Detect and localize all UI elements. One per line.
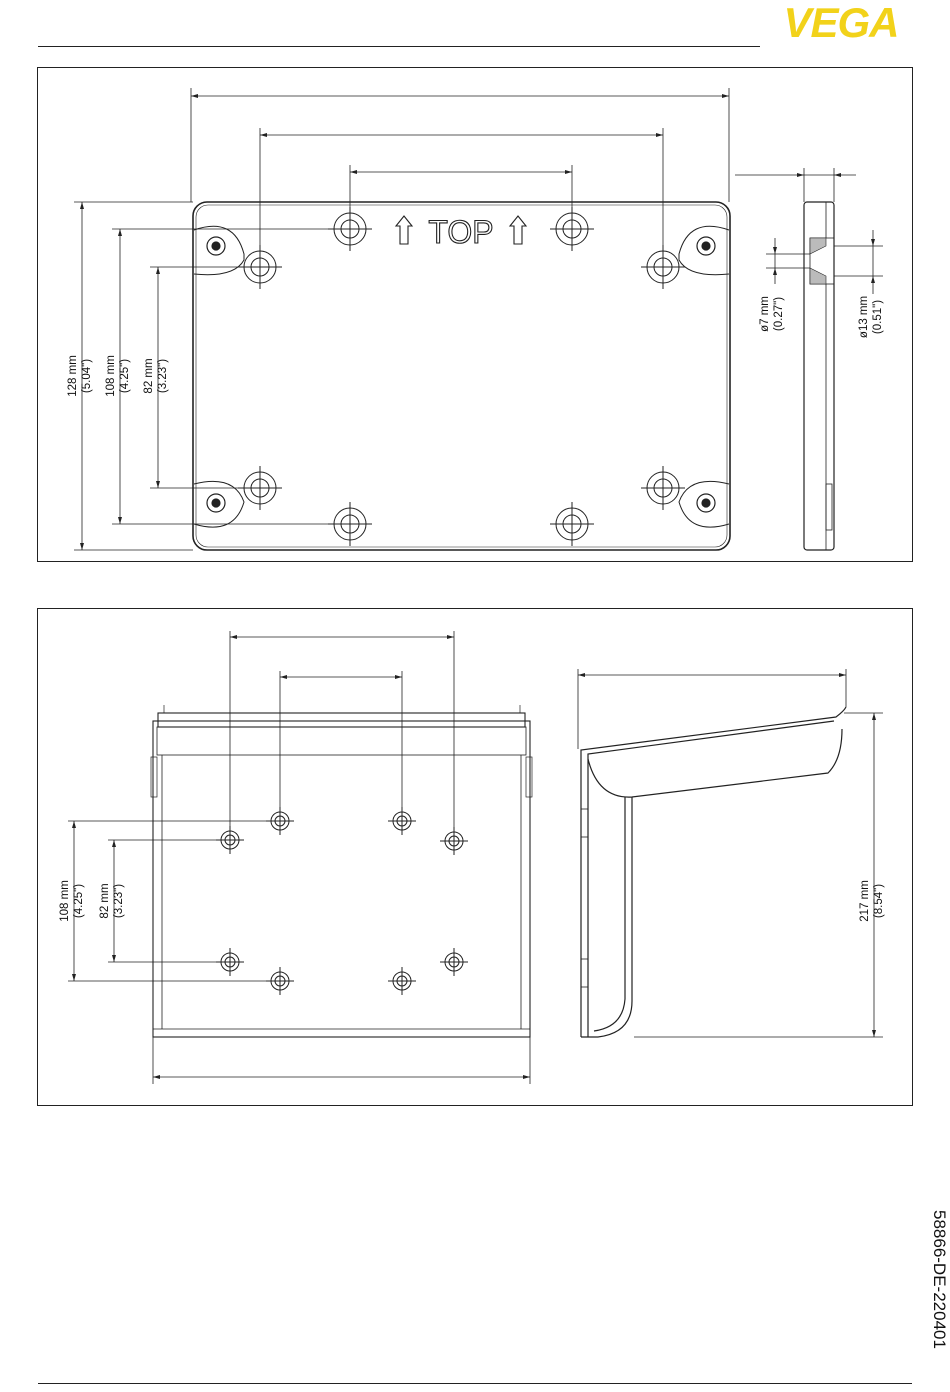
mount-hole-6 [641, 466, 685, 510]
dim-bore13-mm: ø13 mm [858, 296, 870, 338]
dim-128in: (5.04") [81, 359, 93, 393]
mount-hole-5 [238, 466, 282, 510]
dim-128mm: 128 mm [67, 355, 79, 397]
dim-cover-82mm: 82 mm [99, 883, 111, 918]
dim-bore7-in: (0.27") [773, 297, 785, 331]
corner-lobe-tr [679, 226, 729, 274]
dim-bore13-in: (0.51") [872, 300, 884, 334]
up-arrow-left-icon [396, 216, 412, 244]
mount-hole-7 [328, 502, 372, 546]
mounting-plate-drawing: TOP 128 mm (5.04") [38, 68, 914, 563]
weather-cover-drawing-panel: 108 mm (4.25") 82 mm (3.23") [37, 608, 913, 1106]
cover-hole-8 [388, 967, 416, 995]
corner-hole-tr-core [702, 242, 710, 250]
dim-82mm: 82 mm [143, 358, 155, 393]
corner-hole-bl-core [212, 499, 220, 507]
header-rule [38, 46, 760, 47]
dim-bore7-mm: ø7 mm [759, 296, 771, 332]
cover-front-view [151, 705, 532, 1037]
mount-hole-3 [238, 245, 282, 289]
footer-rule [38, 1383, 912, 1384]
dim-cover-217mm: 217 mm [859, 880, 871, 922]
corner-hole-br-core [702, 499, 710, 507]
weather-cover-drawing: 108 mm (4.25") 82 mm (3.23") [38, 609, 914, 1107]
mount-hole-8 [550, 502, 594, 546]
dim-82in: (3.23") [157, 359, 169, 393]
up-arrow-right-icon [510, 216, 526, 244]
logo-text: VEGA [783, 2, 898, 42]
mount-hole-2 [550, 207, 594, 251]
plate-top-label: TOP [428, 214, 493, 250]
dim-cover-108mm: 108 mm [59, 880, 71, 922]
document-number: 58866-DE-220401 [925, 1210, 949, 1380]
cover-hole-6 [440, 948, 468, 976]
dim-108mm: 108 mm [105, 355, 117, 397]
dim-cover-108in: (4.25") [73, 884, 85, 918]
vega-logo: VEGA [768, 2, 914, 42]
plate-inner-edge [196, 205, 727, 547]
dim-cover-82in: (3.23") [113, 884, 125, 918]
dim-cover-217in: (8.54") [873, 884, 885, 918]
corner-hole-tl-core [212, 242, 220, 250]
mount-hole-4 [641, 245, 685, 289]
dim-108in: (4.25") [119, 359, 131, 393]
plate-outline [193, 202, 730, 550]
mount-hole-1 [328, 207, 372, 251]
mounting-plate-drawing-panel: TOP 128 mm (5.04") [37, 67, 913, 562]
cover-side-view [581, 707, 846, 1037]
corner-lobe-tl [194, 226, 244, 274]
